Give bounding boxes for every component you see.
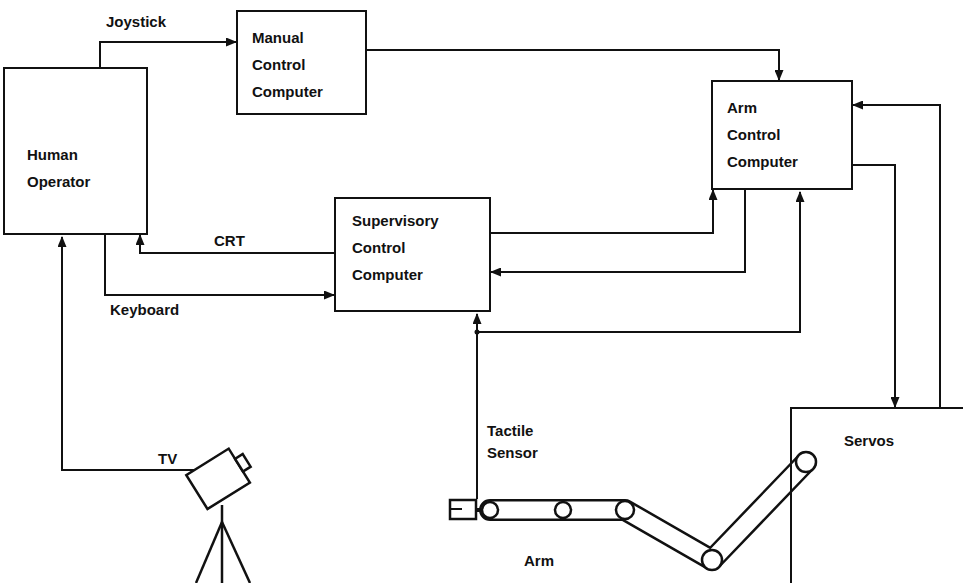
operator-box: Human Operator bbox=[3, 67, 148, 235]
robot-arm bbox=[450, 452, 816, 570]
node-label: Manual Control Computer bbox=[252, 24, 323, 105]
signal-arrow bbox=[100, 42, 236, 67]
edge-label: CRT bbox=[212, 231, 247, 250]
edge-label: Keyboard bbox=[108, 300, 181, 319]
node-label: Arm Control Computer bbox=[727, 94, 798, 175]
node-label: Human Operator bbox=[27, 141, 90, 195]
tv-wire bbox=[62, 237, 212, 470]
sensor-label: Tactile Sensor bbox=[485, 420, 540, 464]
edge-label: Joystick bbox=[104, 12, 168, 31]
computer-box: Arm Control Computer bbox=[711, 80, 853, 190]
signal-arrow bbox=[491, 190, 713, 233]
signal-label: TV bbox=[156, 449, 179, 468]
signal-arrow bbox=[367, 50, 779, 80]
computer-box: Supervisory Control Computer bbox=[334, 197, 491, 312]
computer-box: Manual Control Computer bbox=[236, 10, 367, 115]
node-label: Supervisory Control Computer bbox=[352, 207, 439, 288]
signal-arrow bbox=[853, 165, 895, 407]
part-label: Arm bbox=[522, 551, 556, 570]
tactile-sensor-wire bbox=[477, 192, 800, 499]
signal-arrow bbox=[491, 190, 745, 272]
signal-arrow bbox=[853, 105, 940, 407]
tv-camera bbox=[186, 444, 257, 583]
node-label: Servos bbox=[844, 427, 894, 454]
junction-dot bbox=[475, 330, 480, 335]
servo-box: Servos bbox=[790, 407, 963, 583]
